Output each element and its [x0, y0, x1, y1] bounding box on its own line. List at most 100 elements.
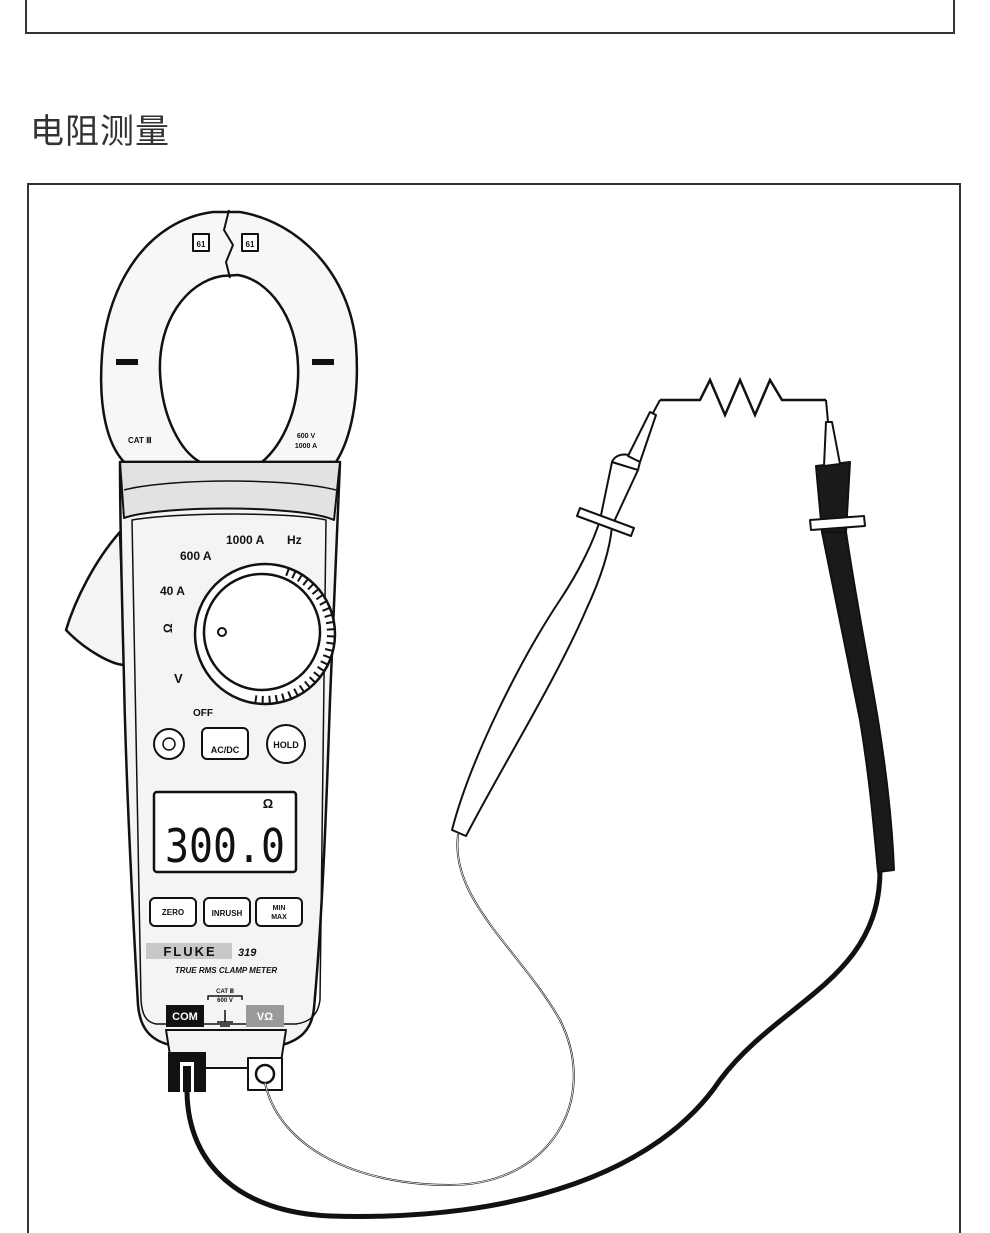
black-probe — [809, 399, 895, 873]
knurl-tick — [287, 691, 293, 700]
terminal-voltage: 600 V — [217, 998, 233, 1004]
knurl-tick — [322, 606, 331, 612]
terminal-bracket — [207, 995, 243, 1000]
resistor-symbol — [660, 376, 826, 419]
meter-face — [131, 513, 327, 1025]
knurl-tick — [285, 567, 290, 577]
brand-model: 319 — [238, 947, 257, 959]
red-probe-guard — [576, 507, 635, 537]
knurl-tick — [326, 641, 335, 645]
knurl-tick — [297, 574, 303, 582]
vohm-jack — [254, 1063, 276, 1085]
dial-pos-40a: 40 A — [160, 584, 185, 598]
knurl-tick — [322, 654, 332, 659]
knurl-tick — [311, 588, 320, 595]
black-probe-tip — [823, 421, 841, 467]
section-title: 电阻测量 — [30, 112, 170, 152]
zero-button-label: ZERO — [162, 908, 184, 917]
black-lead-cable — [184, 867, 883, 1219]
dial-pos-v: V — [174, 671, 183, 686]
knurl-tick — [274, 694, 279, 704]
knurl-tick — [304, 680, 311, 689]
red-probe-tip — [627, 411, 657, 463]
terminal-cat: CAT Ⅲ — [216, 988, 234, 995]
jaw-badge-left-text: 61 — [197, 240, 206, 249]
knurl-tick — [302, 578, 309, 586]
min-button-label: MIN — [273, 905, 286, 912]
knurl-tick — [320, 660, 329, 666]
knurl-tick — [307, 582, 315, 591]
knurl-tick — [326, 628, 335, 631]
jaw-cat-label: CAT Ⅲ — [128, 436, 152, 445]
backlight-button[interactable] — [153, 728, 185, 760]
max-button-label: MAX — [271, 914, 287, 921]
knurl-tick — [315, 594, 324, 601]
knurl-tick — [254, 695, 258, 704]
knurl-tick — [293, 688, 299, 697]
knurl-tick — [319, 600, 328, 606]
jaw-marker-left — [116, 359, 138, 365]
jaw-split — [223, 209, 234, 279]
meter-labels: 61 61 CAT Ⅲ 600 V 1000 A 1000 A Hz 600 A… — [128, 240, 317, 1023]
inrush-button-label: INRUSH — [212, 909, 243, 918]
knurl-tick — [291, 570, 297, 579]
knurl-tick — [298, 684, 305, 693]
knurl-tick — [313, 671, 321, 678]
jaw-opening — [158, 273, 300, 464]
com-label: COM — [172, 1011, 198, 1023]
hand-guard — [119, 461, 341, 521]
com-label-bg — [166, 1005, 204, 1027]
black-probe-guard — [809, 515, 866, 531]
hold-button-label: HOLD — [273, 740, 299, 750]
vohm-label: VΩ — [257, 1011, 273, 1023]
knurl-tick — [268, 695, 271, 704]
dial-pos-600a: 600 A — [180, 549, 212, 563]
dial-pos-ohm: Ω — [161, 623, 175, 633]
lcd-unit: Ω — [263, 796, 273, 811]
minmax-button[interactable] — [255, 897, 303, 927]
dial-pos-hz: Hz — [287, 533, 302, 547]
vohm-label-bg — [246, 1005, 284, 1027]
dial-pos-off: OFF — [193, 708, 213, 719]
red-probe-grip — [599, 461, 639, 527]
knurl-tick — [317, 666, 325, 672]
dial-pos-1000a: 1000 A — [226, 533, 265, 547]
rotary-dial[interactable] — [202, 572, 322, 692]
test-leads — [184, 834, 883, 1219]
red-probe-needle — [652, 399, 661, 414]
hold-button[interactable] — [266, 724, 306, 764]
knurl-tick — [324, 648, 334, 652]
brand-subtitle: TRUE RMS CLAMP METER — [175, 966, 278, 975]
jaw-marker-right — [312, 359, 334, 365]
dial-pointer-dot — [217, 627, 227, 637]
resistor — [660, 376, 826, 419]
red-probe-body — [451, 519, 613, 837]
backlight-icon — [162, 737, 176, 751]
dial-knurl-ticks — [254, 567, 335, 704]
inrush-button[interactable] — [203, 897, 251, 927]
figure-frame — [27, 183, 961, 1233]
lcd-display — [152, 790, 298, 874]
brand-plate — [146, 943, 232, 959]
jaw-trigger — [64, 530, 127, 667]
lcd-reading: 300.0 — [165, 819, 285, 873]
jaw-badge-left — [192, 233, 210, 252]
acdc-button-label: AC/DC — [211, 745, 240, 755]
knurl-tick — [325, 620, 335, 625]
red-lead-cable-inner — [264, 834, 575, 1186]
jaw-badge-right — [241, 233, 259, 252]
zero-button[interactable] — [149, 897, 197, 927]
hand-guard-edge — [123, 480, 337, 491]
black-probe-body — [821, 531, 895, 873]
acdc-button[interactable] — [201, 727, 249, 760]
com-plug-core — [183, 1066, 191, 1092]
black-probe-needle — [825, 399, 829, 423]
jaw-rating-voltage: 600 V — [297, 433, 316, 440]
brand-name: FLUKE — [163, 944, 216, 959]
clamp-meter — [64, 209, 359, 1092]
red-probe — [451, 399, 661, 837]
knurl-tick — [281, 693, 286, 702]
jaw-rating-current: 1000 A — [295, 443, 317, 450]
upper-figure-frame — [25, 0, 955, 34]
